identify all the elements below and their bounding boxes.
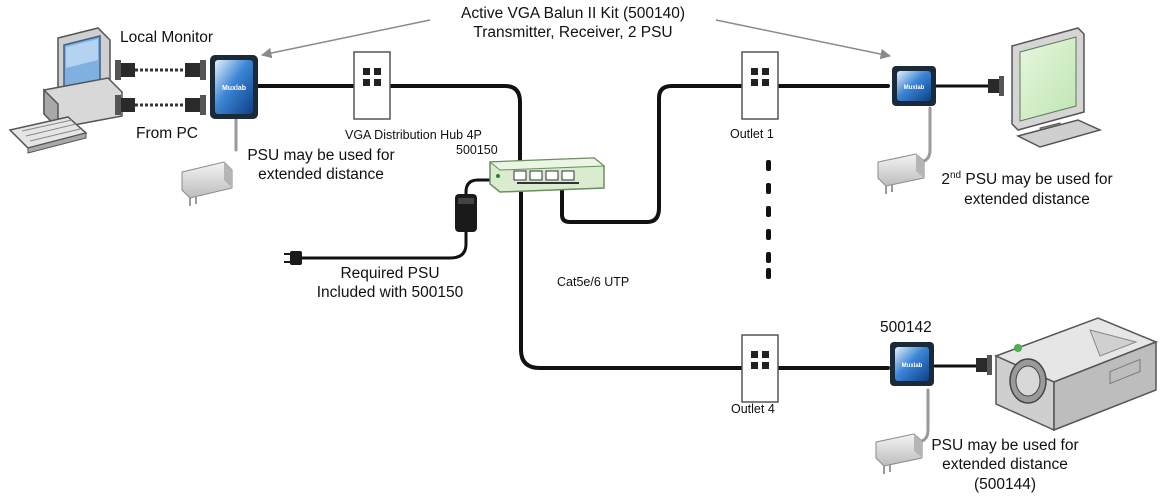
power-adapter-icon — [875, 433, 923, 474]
power-plug-icon — [284, 251, 302, 265]
balun-icon: Muxlab — [890, 342, 934, 386]
vga-connector-icon — [976, 355, 992, 375]
continuation-dots — [766, 160, 771, 279]
cable-plug-to-psu — [298, 228, 468, 260]
psu-projector-line1: PSU may be used for — [931, 437, 1079, 454]
monitor-icon — [1011, 27, 1103, 148]
hub-part-label: 500150 — [456, 143, 498, 157]
part-500142-label: 500142 — [880, 319, 932, 336]
second-psu-rest: PSU may be used for — [961, 171, 1113, 189]
kit-title: Active VGA Balun II Kit (500140) Transmi… — [418, 4, 728, 43]
cable-hub-to-outlet4 — [519, 188, 890, 370]
required-psu-note: Required PSU Included with 500150 — [300, 264, 480, 303]
from-pc-label: From PC — [136, 125, 198, 142]
second-psu-line2: extended distance — [964, 190, 1090, 208]
svg-text:Muxlab: Muxlab — [902, 363, 923, 369]
second-psu-line1: 2nd PSU may be used for — [932, 170, 1122, 190]
cable-rx2-psu — [902, 388, 930, 444]
psu-tx-note: PSU may be used for extended distance — [236, 146, 406, 185]
cable-rx1-psu — [904, 106, 932, 164]
vga-connector-icon — [115, 95, 206, 115]
power-adapter-icon — [455, 194, 477, 232]
kit-arrow-right — [715, 19, 892, 60]
psu-projector-line3: (500144) — [973, 475, 1037, 493]
kit-title-line2: Transmitter, Receiver, 2 PSU — [473, 24, 673, 42]
cable-tx-to-hub — [254, 84, 522, 170]
psu-projector-note: PSU may be used for extended distance (5… — [920, 436, 1090, 494]
second-psu-note: 2nd PSU may be used for extended distanc… — [932, 170, 1122, 209]
outlet1-label: Outlet 1 — [730, 127, 774, 141]
projector-icon — [994, 317, 1159, 432]
cable-hub-to-outlet1 — [560, 84, 890, 224]
psu-projector-line2: extended distance — [942, 456, 1068, 474]
balun-icon: Muxlab — [210, 55, 258, 119]
vga-connector-icon — [115, 60, 206, 80]
required-psu-line1: Required PSU — [340, 265, 440, 282]
power-adapter-icon — [181, 161, 233, 206]
svg-text:Muxlab: Muxlab — [222, 85, 246, 92]
pc-icon — [8, 27, 123, 154]
psu-tx-note-line2: extended distance — [258, 166, 384, 184]
kit-title-line1: Active VGA Balun II Kit (500140) — [460, 5, 685, 22]
local-monitor-label: Local Monitor — [120, 29, 214, 46]
svg-text:Muxlab: Muxlab — [904, 85, 925, 91]
cable-type-label: Cat5e/6 UTP — [557, 275, 630, 289]
cables — [234, 84, 992, 444]
second-psu-ordinal: 2 — [941, 171, 950, 189]
psu-tx-note-line1: PSU may be used for — [247, 147, 395, 164]
hub-name-label: VGA Distribution Hub 4P — [345, 128, 482, 142]
vga-connector-icon — [988, 76, 1004, 96]
wall-outlet-icon — [741, 51, 779, 120]
outlet4-label: Outlet 4 — [731, 402, 775, 416]
balun-icon: Muxlab — [892, 66, 936, 106]
second-psu-sup: nd — [949, 170, 962, 181]
wall-outlet-icon — [353, 51, 391, 120]
power-adapter-icon — [877, 153, 925, 194]
kit-arrow-left — [260, 19, 431, 59]
required-psu-line2: Included with 500150 — [316, 284, 464, 302]
hub-icon — [488, 157, 606, 193]
cable-psu-to-hub — [464, 178, 500, 198]
wall-outlet-icon — [741, 334, 779, 403]
